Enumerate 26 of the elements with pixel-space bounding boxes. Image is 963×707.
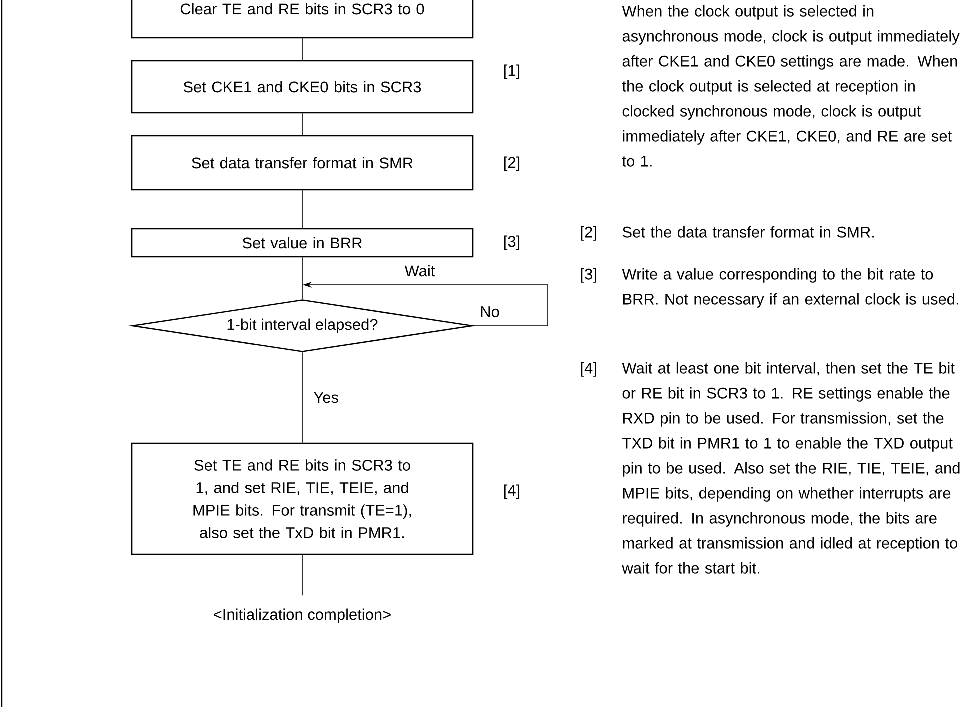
note-number: [2] (581, 226, 596, 241)
note-text: Set the data transfer format in SMR. (622, 226, 874, 238)
process-box: Clear TE and RE bits in SCR3 to 0 (131, 0, 474, 39)
note-number: [4] (581, 362, 596, 377)
process-box: Set CKE1 and CKE0 bits in SCR3 (131, 60, 474, 114)
note-number: [3] (581, 268, 596, 283)
step-number: [1] (504, 64, 520, 80)
step-number: [2] (504, 156, 520, 172)
process-box: Set value in BRR (131, 228, 474, 258)
note-text: Wait at least one bit interval, then set the TE bit or RE bit in SCR3 to 1. RE settings enable the RXD pin to be used. For transmission, set the TXD bit in PMR1 to 1 to enable the TXD output pin to be used. Also set the RIE, TIE, TEIE, and MPIE bits, depending on whether interrupts are required. In asynchronous mode, the bits are marked at transmission and idled at reception to wait for the start bit. (622, 362, 960, 574)
connector-line (302, 113, 303, 136)
note-text: Write a value corresponding to the bit rate to BRR. Not necessary if an external clock is used. (622, 268, 958, 308)
edge-label: Yes (314, 392, 338, 404)
note-text: When the clock output is selected in asynchronous mode, clock is output immediately after CKE1 and CKE0 settings are made. When the clock output is selected at reception in clocked synchronous mode, clock is output immediately after CKE1, CKE0, and RE are set to 1. (622, 5, 960, 167)
connector-line (302, 38, 303, 61)
connector-line (302, 554, 303, 596)
edge-label: No (481, 306, 500, 318)
process-box: Set data transfer format in SMR (131, 135, 474, 191)
step-number: [4] (504, 484, 520, 500)
connector-line (302, 257, 303, 300)
step-number: [3] (504, 236, 520, 250)
end-label: <Initialization completion> (214, 608, 391, 624)
connector-line (302, 352, 303, 444)
loop-label: Wait (404, 265, 436, 277)
connector-line (302, 190, 303, 229)
process-box: Set TE and RE bits in SCR3 to 1, and set RIE, TIE, TEIE, and MPIE bits. For transmit (TE=1), also set the TxD bit in PMR1. (131, 442, 474, 556)
